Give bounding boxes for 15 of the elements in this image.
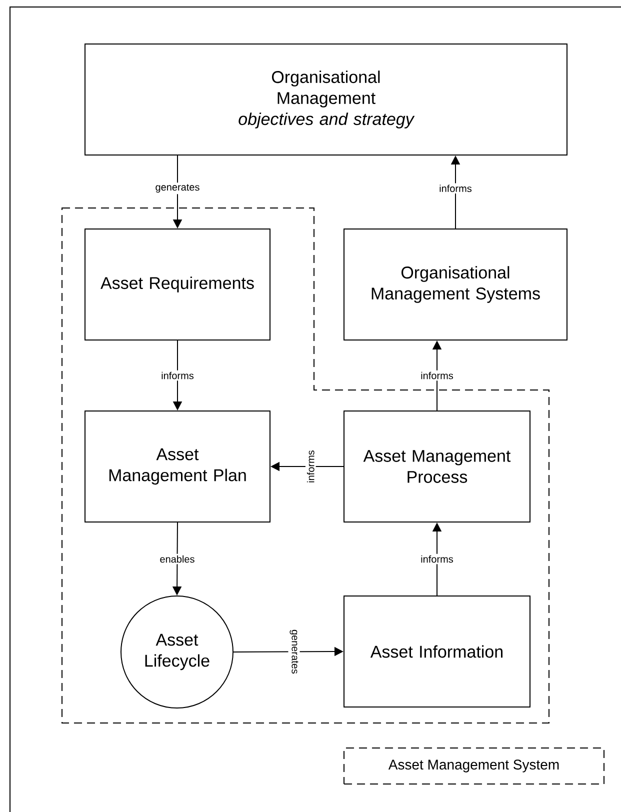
process-box: Asset Information — [344, 596, 530, 708]
edge-label: generates — [154, 182, 202, 194]
edge-label: enables — [158, 554, 196, 564]
process-box: Asset Management Process — [344, 410, 530, 522]
process-box: Asset Management Plan — [84, 410, 270, 522]
legend-box: Asset Management System — [344, 748, 604, 784]
edge-label: informs — [160, 370, 196, 381]
process-box: Organisational Management objectives and strategy — [84, 44, 568, 156]
edge-label: informs — [419, 370, 455, 381]
edge-label: informs — [438, 183, 474, 194]
edge-label: informs — [419, 554, 455, 564]
edge-label: informs — [305, 448, 316, 484]
process-box: Organisational Management Systems — [344, 228, 568, 340]
process-box: Asset Requirements — [84, 228, 270, 340]
edge-label: generates — [288, 628, 300, 676]
